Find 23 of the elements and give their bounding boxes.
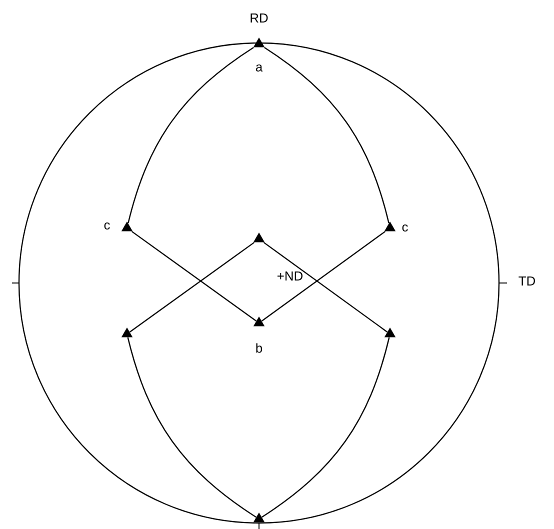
- pole-marker: [121, 222, 133, 232]
- great-circle-arc: [264, 46, 390, 224]
- pole-marker: [253, 512, 265, 522]
- pole-marker: [384, 328, 396, 338]
- great-circle-arc: [128, 46, 254, 224]
- axis-label: RD: [250, 14, 268, 22]
- pole-label: c: [402, 224, 408, 232]
- axis-label: +ND: [278, 272, 303, 280]
- great-circle-arc: [127, 337, 256, 518]
- pole-marker: [253, 232, 265, 242]
- pole-label: b: [256, 343, 262, 353]
- pole-label: c: [104, 222, 110, 230]
- great-circle-arc: [261, 230, 386, 322]
- pole-marker: [384, 222, 396, 232]
- axis-label: TD: [518, 276, 536, 286]
- great-circle-arc: [129, 242, 255, 332]
- pole-marker: [253, 38, 265, 48]
- great-circle-arc: [131, 230, 257, 322]
- pole-marker: [121, 328, 133, 338]
- pole-marker: [253, 316, 265, 326]
- great-circle-arc: [262, 337, 390, 518]
- great-circle-arc: [263, 242, 388, 332]
- pole-label: a: [256, 64, 263, 72]
